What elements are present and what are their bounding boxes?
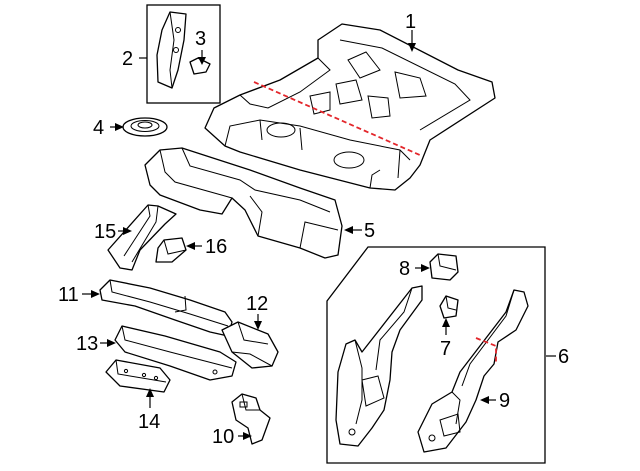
callout-15: 15 bbox=[94, 221, 116, 243]
part-6-inset[interactable] bbox=[326, 246, 546, 464]
callout-4: 4 bbox=[93, 117, 104, 139]
callout-1: 1 bbox=[405, 11, 416, 33]
part-13-reinforcement[interactable] bbox=[114, 325, 237, 381]
part-16-bracket[interactable] bbox=[155, 237, 187, 263]
part-9-rail-right[interactable] bbox=[417, 289, 529, 453]
part-5-crossmember[interactable] bbox=[144, 147, 343, 259]
inset-box-6 bbox=[326, 246, 546, 464]
part-2-3-inset[interactable] bbox=[146, 4, 221, 104]
callout-5: 5 bbox=[364, 220, 375, 242]
callouts: 1 2 3 4 5 6 7 8 9 10 11 12 13 14 15 16 bbox=[58, 11, 569, 448]
part-rail-left[interactable] bbox=[335, 285, 423, 447]
part-14-plate[interactable] bbox=[105, 359, 171, 393]
part-2-bracket bbox=[156, 11, 187, 89]
part-11-sill[interactable] bbox=[99, 279, 233, 337]
callout-12: 12 bbox=[246, 293, 268, 315]
part-15-rail[interactable] bbox=[107, 204, 177, 271]
callout-16: 16 bbox=[205, 236, 227, 258]
part-1-rear-floor-pan[interactable] bbox=[204, 23, 496, 191]
part-7-clip[interactable] bbox=[439, 295, 459, 319]
part-3-clip bbox=[189, 57, 211, 75]
callout-3: 3 bbox=[195, 28, 206, 50]
leader-lines bbox=[82, 30, 556, 440]
cut-line-part-1 bbox=[253, 81, 423, 157]
callout-2: 2 bbox=[122, 48, 133, 70]
callout-8: 8 bbox=[399, 258, 410, 280]
part-12-extension[interactable] bbox=[221, 321, 279, 369]
part-8-bracket[interactable] bbox=[429, 253, 459, 281]
part-4-plug[interactable] bbox=[122, 117, 168, 137]
callout-14: 14 bbox=[138, 411, 160, 433]
callout-6: 6 bbox=[558, 346, 569, 368]
inset-box-2-3 bbox=[146, 4, 221, 104]
callout-7: 7 bbox=[440, 338, 451, 360]
callout-10: 10 bbox=[212, 426, 234, 448]
callout-9: 9 bbox=[499, 390, 510, 412]
part-10-bracket[interactable] bbox=[231, 393, 271, 445]
callout-11: 11 bbox=[58, 284, 79, 306]
callout-13: 13 bbox=[76, 333, 98, 355]
